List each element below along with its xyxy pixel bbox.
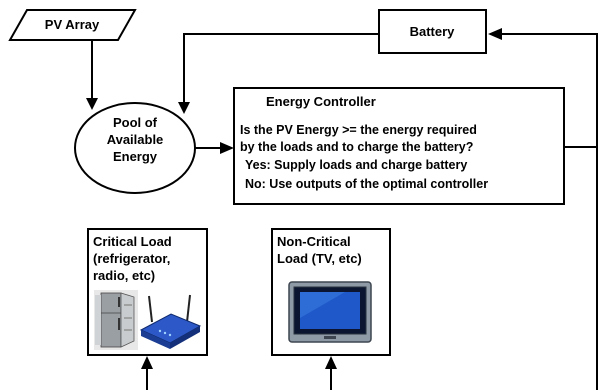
controller-line-2: by the loads and to charge the battery?	[240, 140, 473, 154]
critical-load-line-1: Critical Load	[93, 234, 172, 249]
critical-load-line-3: radio, etc)	[93, 268, 155, 283]
refrigerator-icon	[94, 290, 138, 350]
noncritical-load-line-2: Load (TV, etc)	[277, 251, 362, 266]
battery-label: Battery	[410, 24, 456, 39]
pv-array-node: PV Array	[8, 9, 137, 41]
critical-load-line-2: (refrigerator,	[93, 251, 170, 266]
battery-node: Battery	[378, 9, 487, 54]
controller-line-3: Yes: Supply loads and charge battery	[245, 158, 467, 172]
noncritical-load-node: Non-Critical Load (TV, etc)	[271, 228, 391, 356]
controller-line-1: Is the PV Energy >= the energy required	[240, 123, 477, 137]
pool-line-2: Available	[107, 132, 164, 147]
critical-load-node: Critical Load (refrigerator, radio, etc)	[87, 228, 208, 356]
wireless-router-icon	[139, 294, 202, 349]
noncritical-load-line-1: Non-Critical	[277, 234, 351, 249]
pool-line-1: Pool of	[113, 115, 158, 130]
energy-pool-node: Pool of Available Energy	[74, 102, 196, 194]
controller-line-4: No: Use outputs of the optimal controlle…	[245, 177, 488, 191]
energy-controller-node: Energy Controller Is the PV Energy >= th…	[233, 87, 565, 205]
tv-icon	[288, 281, 372, 343]
connectors	[86, 28, 598, 390]
pv-array-label: PV Array	[45, 17, 100, 32]
pool-line-3: Energy	[113, 149, 158, 164]
controller-title: Energy Controller	[266, 94, 376, 109]
